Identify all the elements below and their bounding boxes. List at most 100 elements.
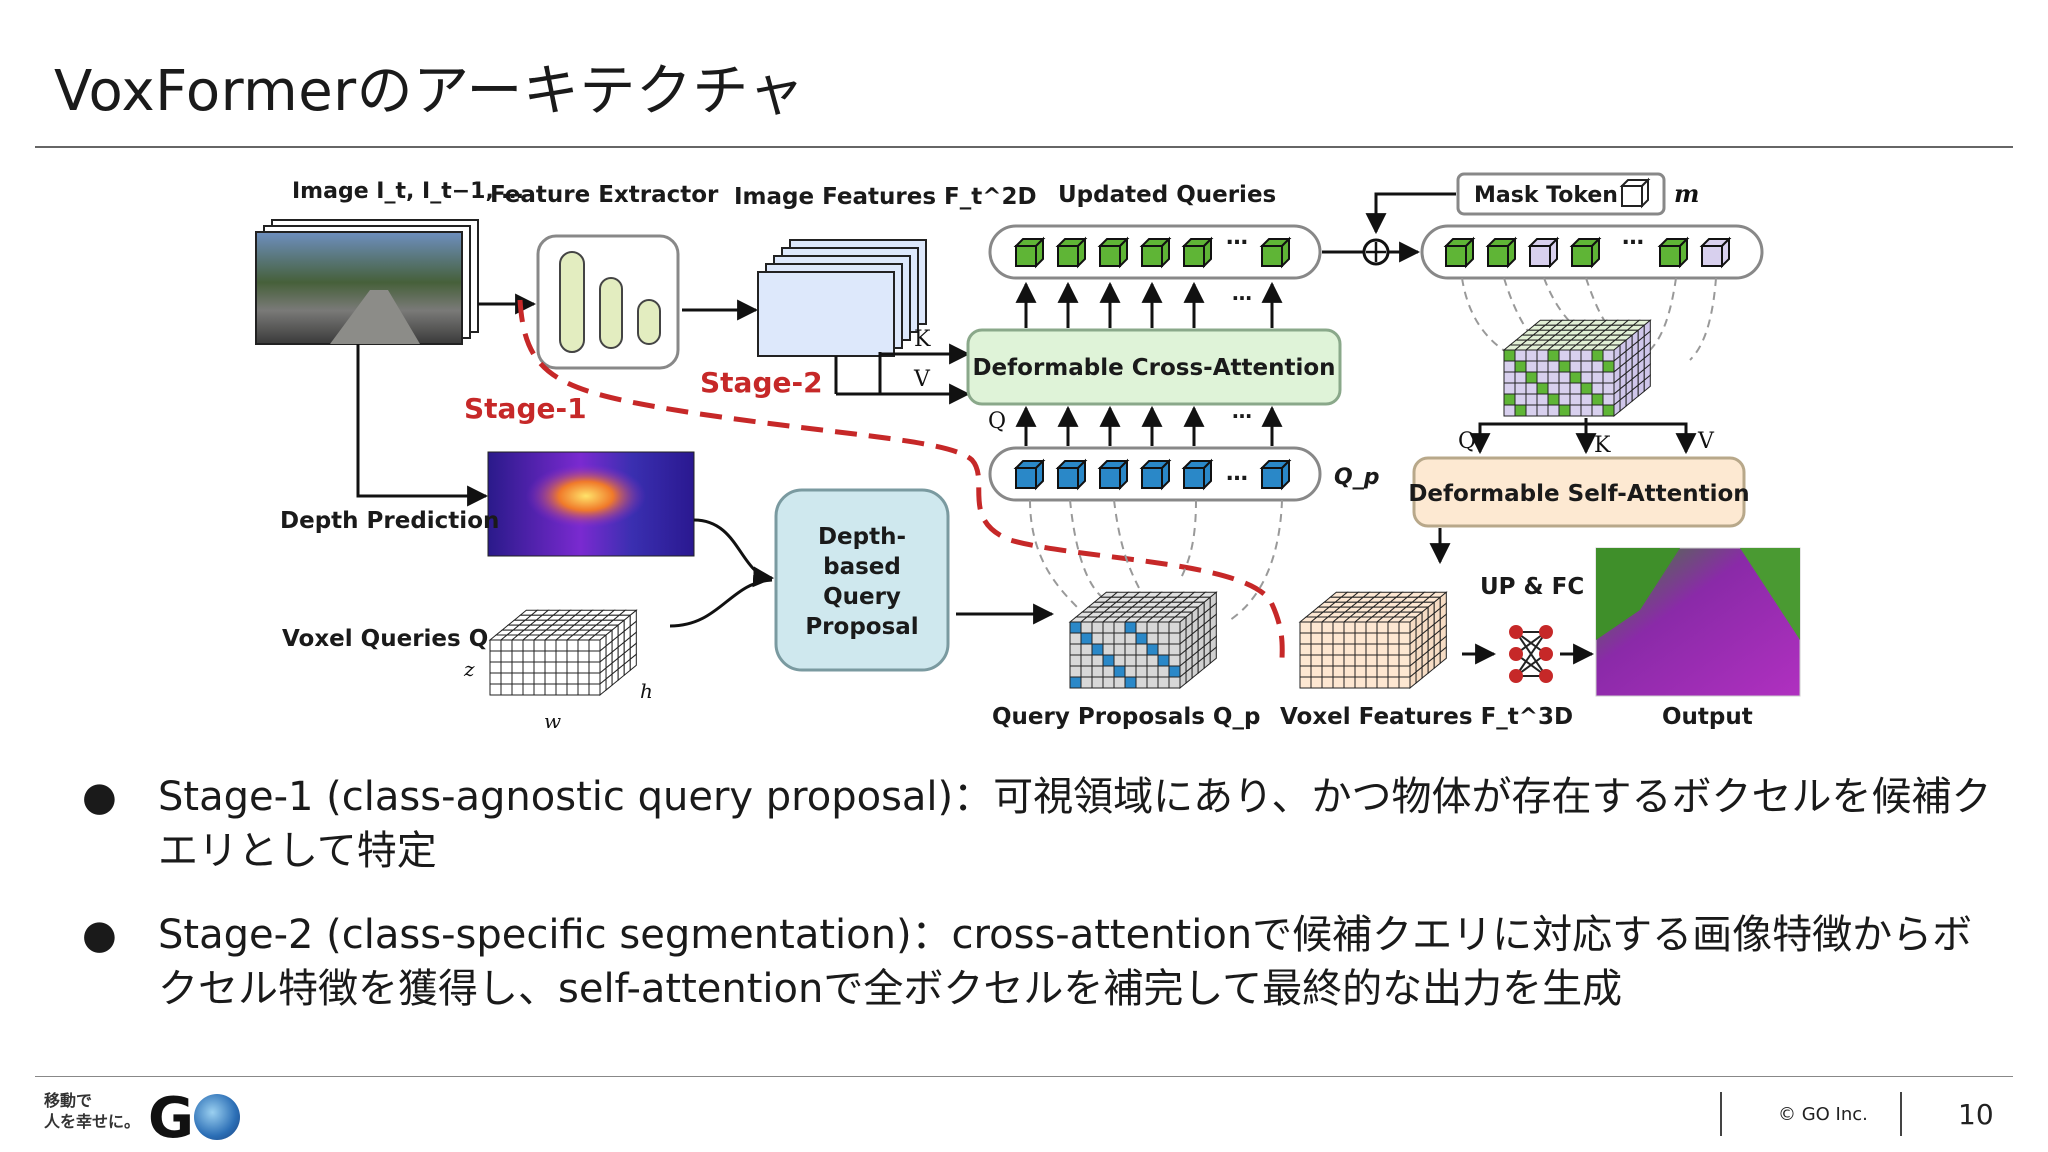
qp-row-dots: …	[1226, 461, 1248, 486]
query-proposal-cube	[1055, 458, 1088, 491]
voxel-feature-front-cell	[1398, 621, 1411, 634]
updated-query-cube	[1013, 236, 1046, 269]
voxel-feature-front-cell	[1398, 654, 1411, 667]
voxel-feature-front-cell	[1343, 654, 1356, 667]
voxel-query-front-cell	[544, 661, 557, 674]
proposal-line3: Query	[823, 584, 901, 610]
voxel-query-front-cell	[489, 683, 502, 696]
k-label-cross: K	[914, 327, 931, 352]
deformable-cross-attention-box	[966, 328, 1342, 406]
image-label: Image I_t, I_t−1, …	[292, 179, 523, 204]
voxel-feature-front-cell	[1376, 665, 1389, 678]
masked-voxel-front-cell	[1558, 371, 1571, 384]
masked-voxel-side-cell	[1643, 374, 1651, 393]
v-label-cross: V	[913, 367, 931, 392]
voxel-feature-front-cell	[1321, 676, 1334, 689]
voxel-query-front-cell	[555, 672, 568, 685]
voxel-feature-front-cell	[1365, 643, 1378, 656]
masked-voxel-front-cell	[1547, 360, 1560, 373]
voxel-feature-front-cell	[1343, 665, 1356, 678]
query-proposal-front-cell	[1146, 621, 1159, 634]
voxel-feature-front-cell	[1332, 654, 1345, 667]
voxel-query-front-cell	[522, 672, 535, 685]
slide-title: VoxFormerのアーキテクチャ	[54, 59, 805, 124]
query-proposal-front-cell	[1124, 654, 1137, 667]
voxel-feature-front-cell	[1332, 632, 1345, 645]
voxel-query-front-cell	[489, 672, 502, 685]
query-proposals-label: Query Proposals Q_p	[992, 704, 1260, 730]
voxel-query-front-cell	[500, 639, 513, 652]
bullet-stage2-text: Stage-2 (class-specific segmentation)：cr…	[158, 912, 1973, 1012]
masked-voxel-front-cell	[1569, 393, 1582, 406]
masked-voxel-front-cell	[1580, 360, 1593, 373]
query-proposal-front-cell	[1069, 654, 1082, 667]
query-proposal-front-cell	[1091, 665, 1104, 678]
query-proposal-front-cell	[1113, 654, 1126, 667]
arrows-qp-to-cross	[1015, 405, 1283, 446]
updated-query-cube	[1139, 236, 1172, 269]
voxel-feature-front-cell	[1332, 665, 1345, 678]
query-proposal-cube	[1181, 458, 1214, 491]
depth-map-hotspot	[526, 464, 646, 528]
logo-globe-icon	[194, 1094, 240, 1140]
query-proposal-front-cell	[1113, 676, 1126, 689]
deformable-self-attention-label: Deformable Self-Attention	[1408, 481, 1749, 507]
voxel-feature-front-cell	[1299, 621, 1312, 634]
query-proposal-front-cell	[1135, 676, 1148, 689]
voxel-feature-front-cell	[1343, 621, 1356, 634]
voxel-feature-front-cell	[1310, 621, 1323, 634]
updated-queries-label: Updated Queries	[1058, 182, 1276, 208]
voxel-query-front-cell	[511, 650, 524, 663]
voxel-feature-front-cell	[1365, 665, 1378, 678]
voxel-query-front-cell	[489, 639, 502, 652]
voxel-feature-side-cell	[1439, 646, 1447, 665]
arrow-image-to-depth	[356, 344, 489, 507]
masked-voxel-front-cell	[1580, 393, 1593, 406]
voxel-feature-front-cell	[1299, 643, 1312, 656]
merged-query-cube	[1657, 236, 1690, 269]
voxel-query-front-cell	[555, 639, 568, 652]
voxel-query-front-cell	[522, 639, 535, 652]
query-proposal-front-cell	[1146, 632, 1159, 645]
voxel-query-front-cell	[555, 650, 568, 663]
updated-queries-cubes	[1013, 236, 1292, 269]
voxel-feature-front-cell	[1376, 621, 1389, 634]
voxel-query-front-cell	[489, 650, 502, 663]
query-proposal-front-cell	[1113, 621, 1126, 634]
masked-voxel-front-cell	[1591, 360, 1604, 373]
footer-separator-1	[1720, 1092, 1722, 1136]
footer-divider	[35, 1076, 2013, 1077]
logo-g: G	[148, 1086, 194, 1151]
query-proposal-front-cell	[1102, 676, 1115, 689]
image-features-stack	[757, 239, 927, 357]
updated-queries-dots: …	[1226, 225, 1248, 250]
voxel-feature-front-cell	[1321, 632, 1334, 645]
voxel-query-front-cell	[500, 672, 513, 685]
bullet-dot: ●	[82, 774, 117, 820]
query-proposal-front-cell	[1124, 643, 1137, 656]
masked-voxel-front-cell	[1547, 349, 1560, 362]
masked-voxel-front-cell	[1503, 404, 1516, 417]
voxel-query-front-cell	[544, 683, 557, 696]
masked-voxel-front-cell	[1503, 371, 1516, 384]
query-proposal-front-cell	[1124, 632, 1137, 645]
voxel-query-side-cell	[629, 653, 637, 672]
voxel-query-front-cell	[566, 672, 579, 685]
query-proposal-front-cell	[1069, 676, 1082, 689]
arrows-cross-to-updated	[1015, 281, 1283, 328]
copyright: © GO Inc.	[1778, 1104, 1868, 1125]
mask-token-label: Mask Token	[1474, 183, 1618, 208]
voxel-feature-front-cell	[1310, 632, 1323, 645]
voxel-feature-front-cell	[1398, 632, 1411, 645]
masked-voxel-front-cell	[1503, 360, 1516, 373]
masked-voxel-front-cell	[1591, 393, 1604, 406]
query-proposal-front-cell	[1080, 632, 1093, 645]
masked-voxel-front-cell	[1514, 371, 1527, 384]
voxel-feature-front-cell	[1387, 643, 1400, 656]
footer-separator-2	[1900, 1092, 1902, 1136]
q-label-cross: Q	[988, 409, 1006, 434]
query-proposal-front-cell	[1135, 621, 1148, 634]
query-proposal-front-cell	[1135, 665, 1148, 678]
query-proposal-front-cell	[1091, 654, 1104, 667]
query-proposal-front-cell	[1157, 621, 1170, 634]
